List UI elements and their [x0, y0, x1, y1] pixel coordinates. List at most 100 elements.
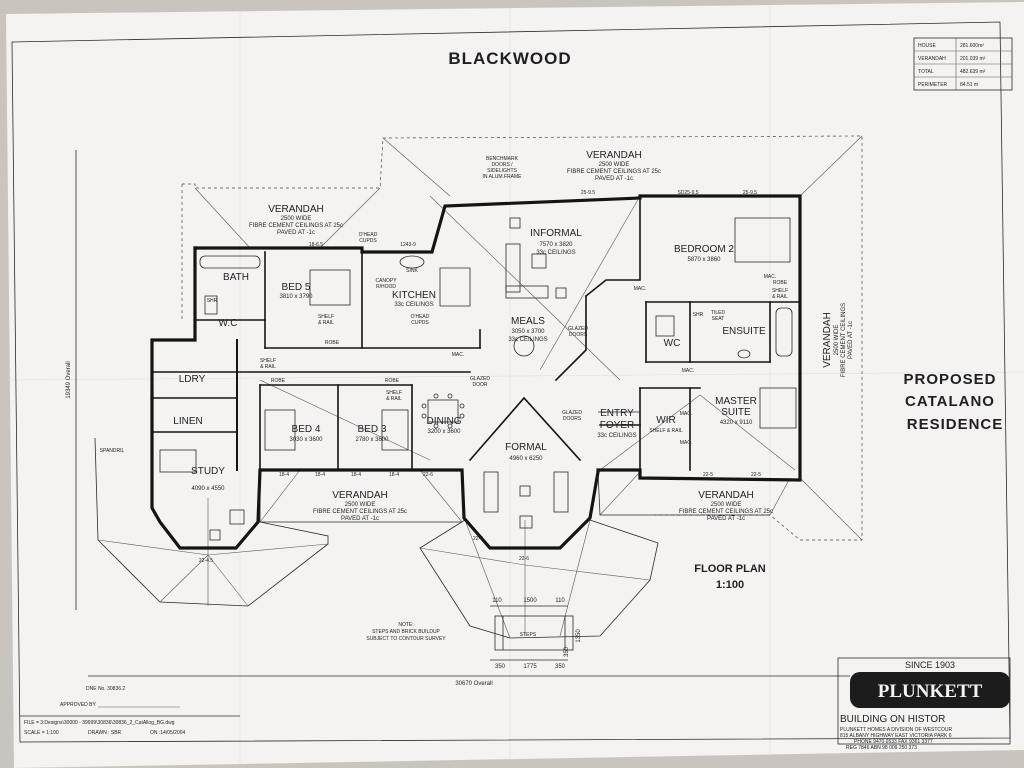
area-value-perimeter: 84.51 m	[960, 82, 978, 88]
svg-text:3030 x 3600: 3030 x 3600	[289, 437, 323, 443]
svg-text:33c CEILINGS: 33c CEILINGS	[394, 302, 433, 308]
room-label-wc-right: WC	[664, 338, 681, 349]
svg-text:2500 WIDE: 2500 WIDE	[711, 502, 742, 508]
svg-text:ROBE: ROBE	[325, 340, 340, 346]
svg-text:& RAIL: & RAIL	[260, 364, 276, 370]
svg-text:350: 350	[564, 646, 570, 657]
area-value-total: 482.639 m²	[960, 69, 986, 75]
svg-text:SUBJECT TO CONTOUR SURVEY: SUBJECT TO CONTOUR SURVEY	[366, 636, 446, 642]
svg-text:SHR: SHR	[693, 312, 704, 318]
svg-text:SHELF: SHELF	[318, 314, 334, 320]
room-label-dining: DINING	[427, 416, 462, 427]
svg-text:1350: 1350	[576, 629, 582, 643]
svg-text:FIBRE CEMENT CEILINGS AT 25c: FIBRE CEMENT CEILINGS AT 25c	[679, 509, 773, 515]
svg-text:CUPDS: CUPDS	[411, 320, 429, 326]
svg-text:5870 x 3860: 5870 x 3860	[687, 257, 721, 263]
svg-text:2500 WIDE: 2500 WIDE	[834, 325, 840, 356]
svg-text:DOORS: DOORS	[569, 332, 588, 338]
svg-text:SPANDRIL: SPANDRIL	[100, 448, 125, 454]
svg-text:18-4: 18-4	[389, 472, 399, 478]
paper	[6, 2, 1024, 768]
svg-text:SHELF & RAIL: SHELF & RAIL	[649, 428, 683, 434]
room-label-bed4: BED 4	[292, 424, 321, 435]
svg-text:DOORS: DOORS	[563, 416, 582, 422]
svg-text:ROBE: ROBE	[773, 280, 788, 286]
svg-text:350: 350	[495, 664, 506, 670]
drawing-scale: SCALE = 1:100	[24, 730, 59, 736]
svg-text:PAVED AT -1c: PAVED AT -1c	[595, 176, 633, 182]
drawn-date: ON :14/05/2004	[150, 730, 186, 736]
svg-text:18-6.5: 18-6.5	[309, 242, 323, 248]
svg-text:FIBRE CEMENT CEILINGS AT 25c: FIBRE CEMENT CEILINGS AT 25c	[313, 509, 407, 515]
floor-plan-scale: 1:100	[716, 579, 744, 591]
svg-text:GLAZED: GLAZED	[568, 326, 588, 332]
svg-text:4960 x 6250: 4960 x 6250	[509, 456, 543, 462]
room-label-verandah-bottom-right: VERANDAH	[698, 490, 754, 501]
svg-text:MAC.: MAC.	[764, 274, 777, 280]
fixtures	[159, 217, 797, 651]
bed-icon	[734, 217, 791, 263]
room-label-bed3: BED 3	[358, 424, 387, 435]
svg-text:FIBRE CEMENT CEILINGS: FIBRE CEMENT CEILINGS	[841, 303, 847, 377]
svg-text:SIDELIGHTS: SIDELIGHTS	[487, 168, 517, 174]
room-label-master: MASTER	[715, 396, 757, 407]
area-value-verandah: 201.039 m²	[960, 56, 986, 62]
room-label-informal: INFORMAL	[530, 228, 582, 239]
svg-text:GLAZED: GLAZED	[562, 410, 582, 416]
svg-text:PROPOSED: PROPOSED	[903, 371, 996, 388]
sofa-icon	[483, 471, 499, 513]
svg-text:2780 x 3600: 2780 x 3600	[355, 437, 389, 443]
company-tagline: BUILDING ON HISTOR	[840, 714, 945, 725]
proposed-residence: PROPOSED CATALANO RESIDENCE	[903, 371, 1004, 433]
svg-text:22-5: 22-5	[751, 472, 761, 478]
svg-text:1775: 1775	[523, 664, 537, 670]
bed-icon	[309, 269, 351, 306]
bed-icon	[264, 409, 296, 451]
svg-text:DOORS /: DOORS /	[491, 162, 513, 168]
annotations: BENCHMARK DOORS / SIDELIGHTS IN ALUM.FRA…	[60, 150, 850, 708]
approved-by: APPROVED BY	[60, 702, 97, 708]
svg-text:18-4: 18-4	[351, 472, 361, 478]
dining-table-icon	[427, 399, 459, 423]
company-block: SINCE 1903 PLUNKETT BUILDING ON HISTOR P…	[837, 657, 1011, 751]
svg-text:ROBE: ROBE	[271, 378, 286, 384]
svg-text:2500 WIDE: 2500 WIDE	[281, 216, 312, 222]
svg-text:PAVED AT -1c: PAVED AT -1c	[707, 516, 745, 522]
bed-icon	[759, 387, 797, 429]
room-labels: VERANDAH 2500 WIDE FIBRE CEMENT CEILINGS…	[173, 150, 854, 522]
svg-text:PHONE 9470 0533 FAX 9361 3377: PHONE 9470 0533 FAX 9361 3377	[854, 739, 933, 745]
company-since: SINCE 1903	[905, 660, 955, 670]
svg-text:25-9.5: 25-9.5	[581, 190, 595, 196]
bed-icon	[381, 409, 409, 451]
svg-text:STEPS: STEPS	[520, 632, 537, 638]
steps-icon	[494, 615, 574, 651]
area-label-perimeter: PERIMETER	[918, 82, 948, 88]
drawn-by: DRAWN : SBR	[88, 730, 122, 736]
sofa-icon	[553, 471, 569, 513]
svg-text:CUPDS: CUPDS	[359, 238, 377, 244]
svg-text:REG 7846 ABN 98 009 250 373: REG 7846 ABN 98 009 250 373	[846, 745, 917, 751]
svg-text:PAVED AT -1c: PAVED AT -1c	[341, 516, 379, 522]
svg-text:33c CEILINGS: 33c CEILINGS	[536, 250, 575, 256]
room-label-bed5: BED 5	[282, 282, 311, 293]
room-label-verandah-top-right: VERANDAH	[586, 150, 642, 161]
kitchen-island-icon	[439, 267, 471, 307]
svg-text:1500: 1500	[523, 598, 537, 604]
svg-text:BENCHMARK: BENCHMARK	[486, 156, 519, 162]
svg-text:18-4: 18-4	[279, 472, 289, 478]
svg-text:4320 x 9110: 4320 x 9110	[720, 420, 753, 426]
svg-text:22-6: 22-6	[473, 536, 483, 542]
plan-title: BLACKWOOD	[448, 49, 571, 68]
room-label-verandah-bottom-left: VERANDAH	[332, 490, 388, 501]
svg-text:7570 x 3820: 7570 x 3820	[539, 242, 573, 248]
svg-text:RESIDENCE: RESIDENCE	[907, 416, 1004, 433]
title-block: FILE = 3:Designs\30000 - 39999\30836\308…	[20, 715, 240, 736]
company-logo-text: PLUNKETT	[878, 681, 983, 702]
room-label-study: STUDY	[191, 466, 225, 477]
svg-text:IN ALUM.FRAME: IN ALUM.FRAME	[483, 174, 523, 180]
svg-text:SHELF: SHELF	[772, 288, 788, 294]
svg-text:FOYER: FOYER	[600, 420, 634, 431]
svg-text:O'HEAD: O'HEAD	[411, 314, 430, 320]
file-path: FILE = 3:Designs\30000 - 39999\30836\308…	[24, 720, 175, 726]
room-label-formal: FORMAL	[505, 442, 547, 453]
